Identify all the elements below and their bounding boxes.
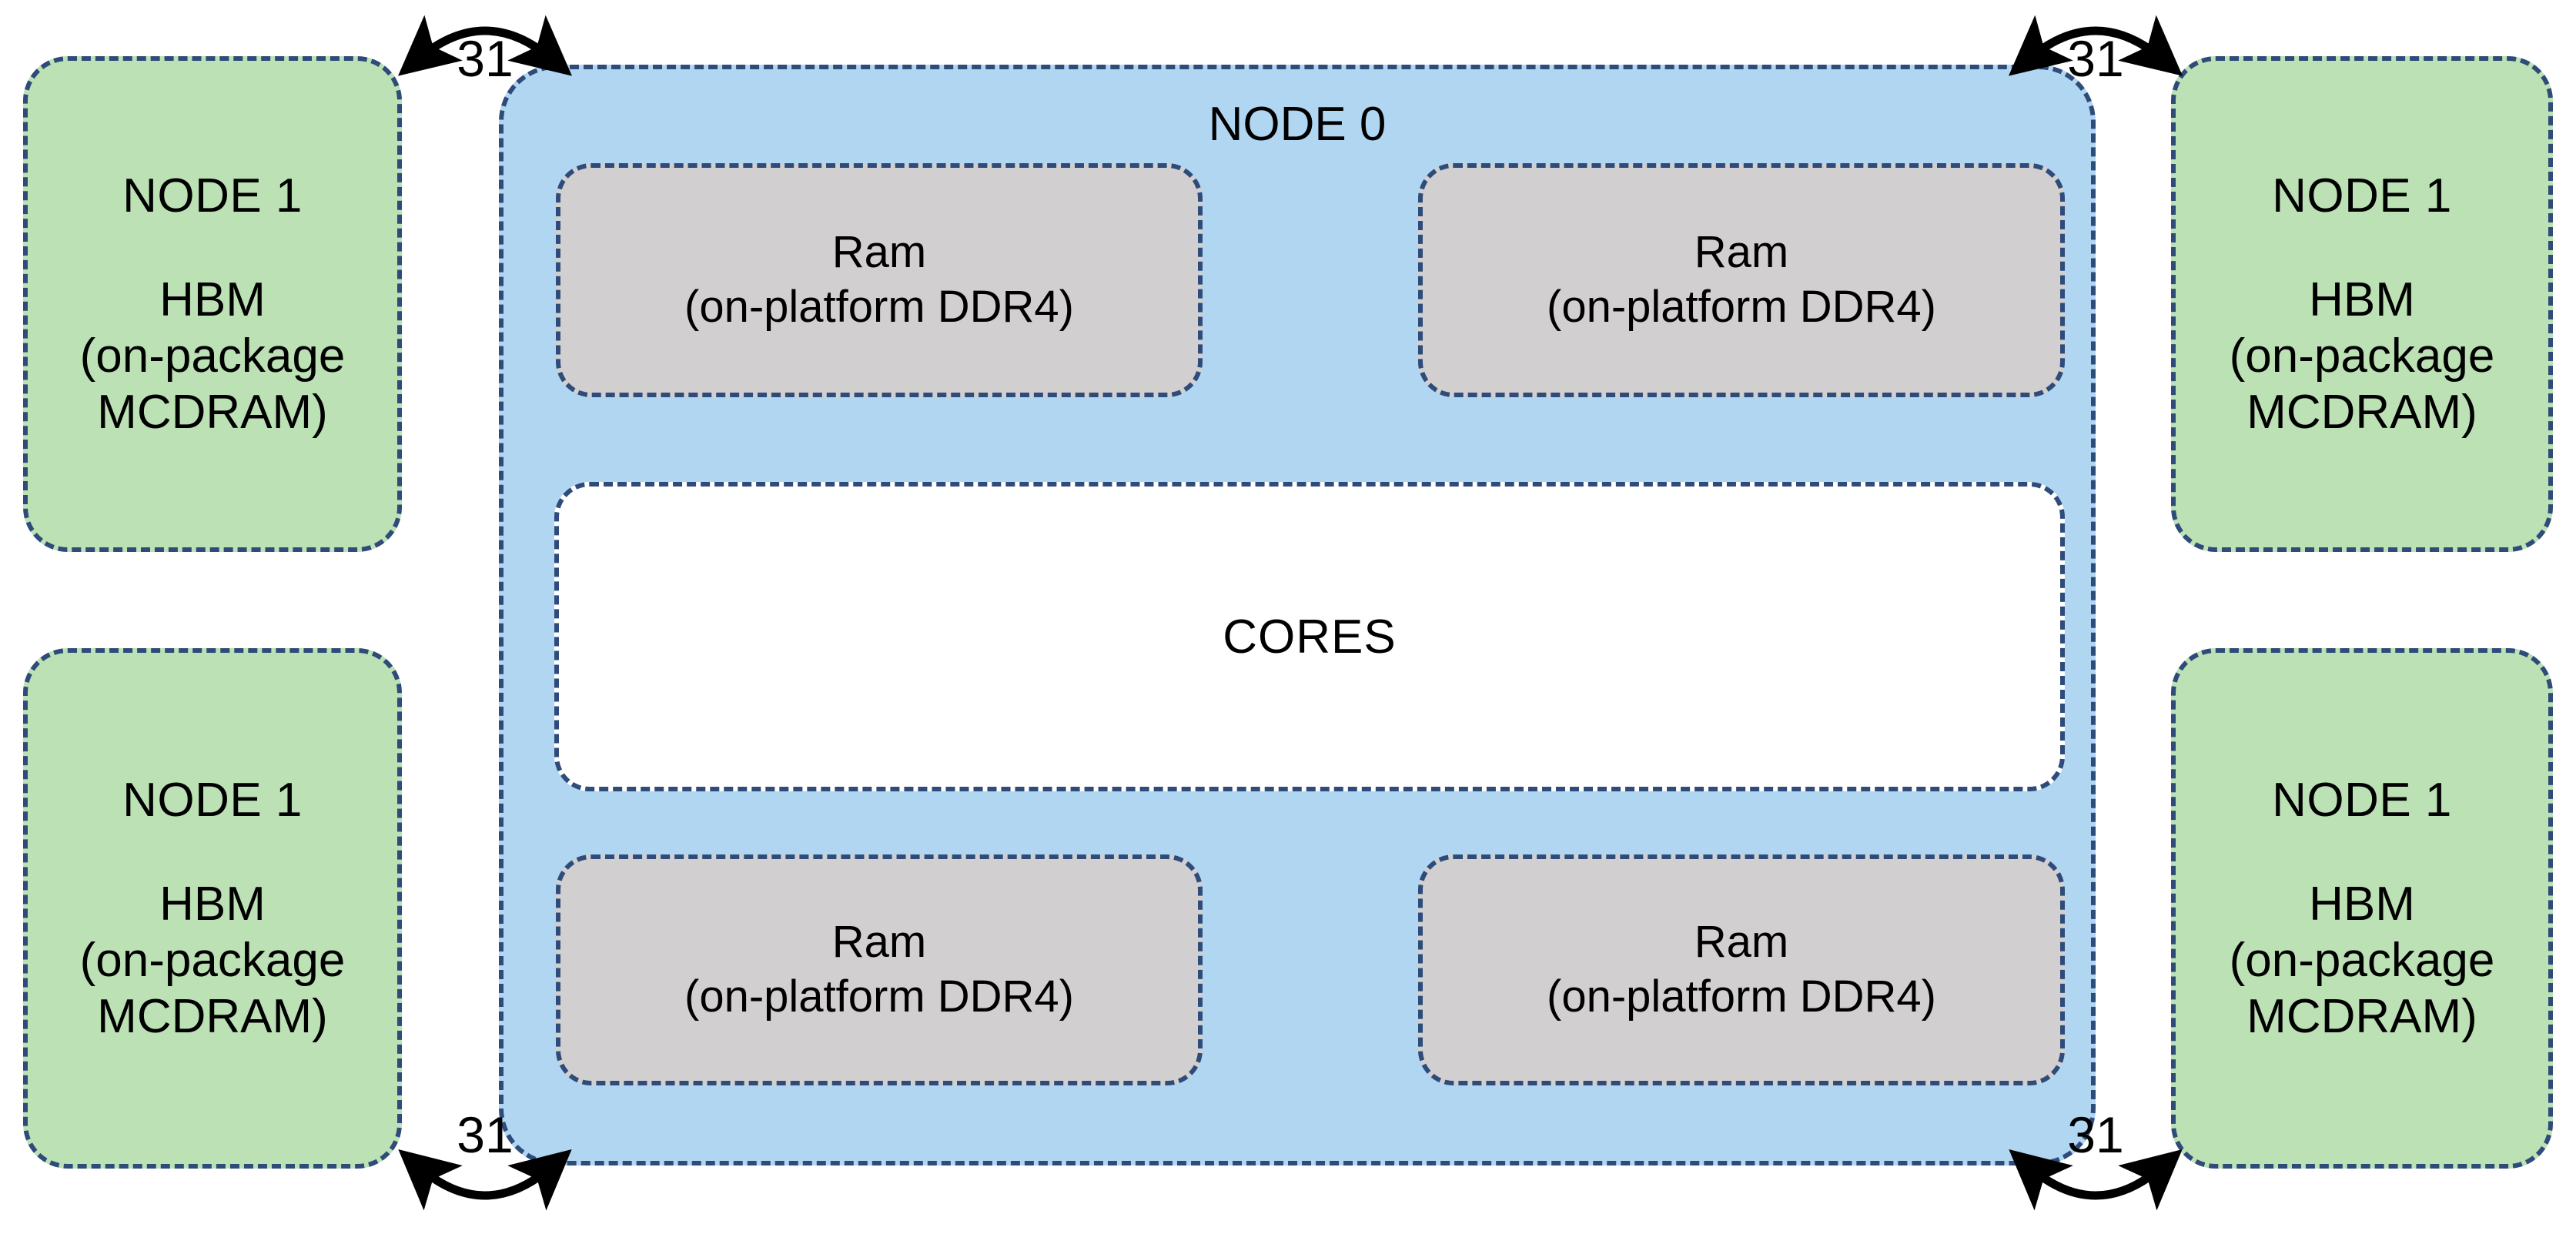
hbm-detail-line-1: (on-package bbox=[2229, 329, 2495, 383]
hbm-node-title: NODE 1 bbox=[2272, 169, 2452, 222]
hbm-memory-type: HBM bbox=[2309, 273, 2415, 326]
ram-block-bottom-right[interactable]: Ram (on-platform DDR4) bbox=[1418, 854, 2065, 1085]
interconnect-arrow-bottom-left bbox=[398, 1149, 572, 1211]
hbm-node-title: NODE 1 bbox=[122, 169, 303, 222]
node0-label: NODE 0 bbox=[1208, 98, 1387, 151]
ram-subtitle: (on-platform DDR4) bbox=[1547, 971, 1936, 1022]
interconnect-distance-bottom-left: 31 bbox=[457, 1106, 514, 1163]
hbm-node-description: HBM (on-package MCDRAM) bbox=[80, 876, 346, 1045]
hbm-node-top-right[interactable]: NODE 1 HBM (on-package MCDRAM) bbox=[2171, 56, 2553, 552]
hbm-detail-line-1: (on-package bbox=[79, 329, 346, 383]
hbm-node-description: HBM (on-package MCDRAM) bbox=[2230, 272, 2495, 440]
node0-container[interactable]: NODE 0 Ram (on-platform DDR4) Ram (on-pl… bbox=[499, 65, 2096, 1165]
hbm-memory-type: HBM bbox=[159, 273, 266, 326]
interconnect-arrow-top-right bbox=[2008, 15, 2183, 76]
ram-block-top-left[interactable]: Ram (on-platform DDR4) bbox=[556, 163, 1203, 397]
cores-block[interactable]: CORES bbox=[554, 482, 2065, 791]
interconnect-distance-bottom-right: 31 bbox=[2067, 1106, 2124, 1163]
interconnect-arrow-bottom-right bbox=[2009, 1149, 2183, 1211]
hbm-node-title: NODE 1 bbox=[2272, 773, 2452, 827]
interconnect-distance-top-left: 31 bbox=[457, 30, 514, 87]
hbm-node-description: HBM (on-package MCDRAM) bbox=[80, 272, 346, 440]
hbm-memory-type: HBM bbox=[159, 877, 266, 931]
hbm-node-description: HBM (on-package MCDRAM) bbox=[2230, 876, 2495, 1045]
hbm-detail-line-2: MCDRAM) bbox=[2246, 990, 2477, 1044]
ram-title: Ram bbox=[831, 917, 927, 968]
ram-title: Ram bbox=[831, 227, 927, 278]
ram-subtitle: (on-platform DDR4) bbox=[684, 971, 1074, 1022]
ram-title: Ram bbox=[1694, 917, 1789, 968]
hbm-detail-line-1: (on-package bbox=[79, 934, 346, 987]
interconnect-arrow-top-left bbox=[397, 15, 573, 76]
hbm-detail-line-1: (on-package bbox=[2229, 934, 2495, 987]
ram-subtitle: (on-platform DDR4) bbox=[1547, 282, 1936, 332]
ram-block-top-right[interactable]: Ram (on-platform DDR4) bbox=[1418, 163, 2065, 397]
hbm-node-title: NODE 1 bbox=[122, 773, 303, 827]
hbm-node-top-left[interactable]: NODE 1 HBM (on-package MCDRAM) bbox=[23, 56, 402, 552]
hbm-memory-type: HBM bbox=[2309, 877, 2415, 931]
hbm-detail-line-2: MCDRAM) bbox=[2246, 386, 2477, 440]
ram-title: Ram bbox=[1694, 227, 1789, 278]
hbm-detail-line-2: MCDRAM) bbox=[97, 990, 328, 1044]
cores-label: CORES bbox=[1223, 610, 1397, 664]
ram-block-bottom-left[interactable]: Ram (on-platform DDR4) bbox=[556, 854, 1203, 1085]
hbm-node-bottom-left[interactable]: NODE 1 HBM (on-package MCDRAM) bbox=[23, 648, 402, 1169]
hbm-node-bottom-right[interactable]: NODE 1 HBM (on-package MCDRAM) bbox=[2171, 648, 2553, 1169]
interconnect-distance-top-right: 31 bbox=[2067, 30, 2124, 87]
ram-subtitle: (on-platform DDR4) bbox=[684, 282, 1074, 332]
hbm-detail-line-2: MCDRAM) bbox=[97, 386, 328, 440]
